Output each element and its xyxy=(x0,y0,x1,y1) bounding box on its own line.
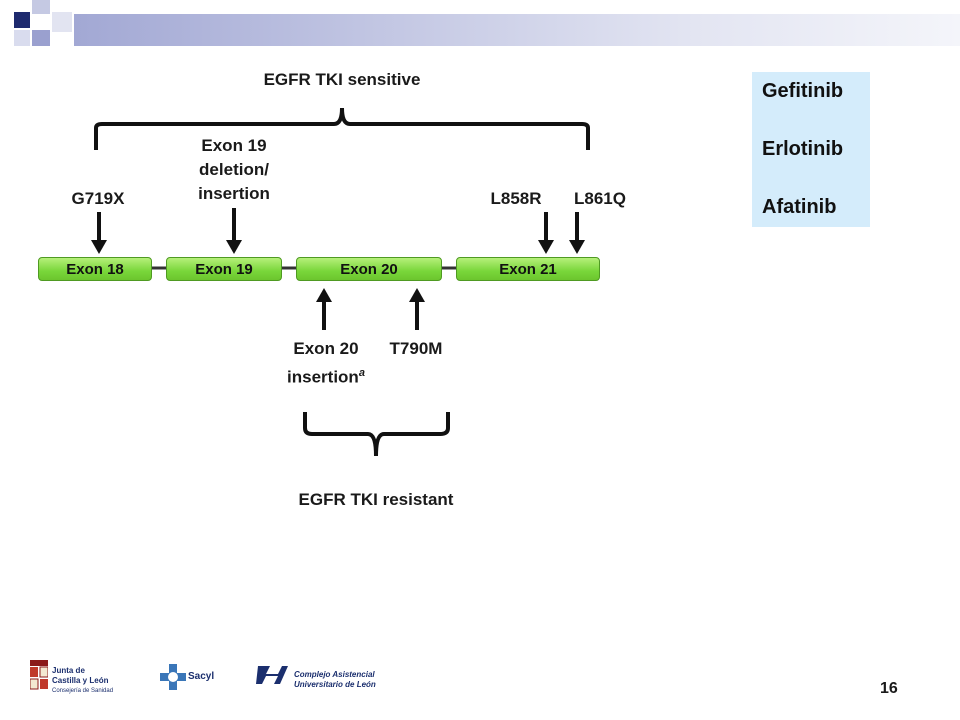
arrow-exon20-insertion xyxy=(316,288,332,330)
exon-19: Exon 19 xyxy=(166,257,282,281)
mutation-exon20-line2: insertiona xyxy=(276,362,376,389)
coat-of-arms-icon xyxy=(30,660,48,690)
mutation-l858r: L858R xyxy=(490,189,542,208)
arrow-t790m xyxy=(409,288,425,330)
mutation-exon19-line3: insertion xyxy=(198,184,270,203)
exon-18: Exon 18 xyxy=(38,257,152,281)
header-square-dark xyxy=(14,12,30,28)
footnote-marker: a xyxy=(358,367,365,379)
drug-afatinib: Afatinib xyxy=(762,196,837,218)
mutation-exon20-line1: Exon 20 xyxy=(293,339,359,358)
header-gradient-bar xyxy=(74,14,960,46)
logo1-line3: Consejería de Sanidad xyxy=(52,688,114,694)
drug-gefitinib: Gefitinib xyxy=(762,80,844,102)
sensitive-label: EGFR TKI sensitive xyxy=(263,70,421,89)
mutation-l861q: L861Q xyxy=(574,189,626,208)
mutation-g719x: G719X xyxy=(71,189,125,208)
resistant-label: EGFR TKI resistant xyxy=(298,490,454,509)
drug-erlotinib: Erlotinib xyxy=(762,138,844,160)
logo3-line1: Complejo Asistencial xyxy=(294,670,375,679)
arrow-l861q xyxy=(569,212,585,254)
logo1-line2: Castilla y León xyxy=(52,676,109,685)
header-square-pale2 xyxy=(52,12,72,32)
exon-21: Exon 21 xyxy=(456,257,600,281)
logo1-line1: Junta de xyxy=(52,666,85,675)
logo3-line2: Universitario de León xyxy=(294,680,376,689)
mutation-exon19-line2: deletion/ xyxy=(199,160,269,179)
exon-20: Exon 20 xyxy=(296,257,442,281)
arrow-exon19 xyxy=(226,208,242,254)
drug-list-box: Gefitinib Erlotinib Afatinib xyxy=(752,72,870,227)
header-square-light xyxy=(32,0,50,14)
header-square-pale xyxy=(14,30,30,46)
logo2-text: Sacyl xyxy=(188,671,215,682)
arrow-l858r xyxy=(538,212,554,254)
caule-emblem-icon xyxy=(256,666,288,684)
sacyl-cross-icon xyxy=(160,664,186,690)
mutation-exon20-insertion-text: insertion xyxy=(287,367,359,387)
mutation-t790m: T790M xyxy=(389,339,443,358)
arrow-g719x xyxy=(91,212,107,254)
page-number: 16 xyxy=(880,680,898,697)
mutation-exon19-line1: Exon 19 xyxy=(201,136,267,155)
header-square-mid xyxy=(32,30,50,46)
